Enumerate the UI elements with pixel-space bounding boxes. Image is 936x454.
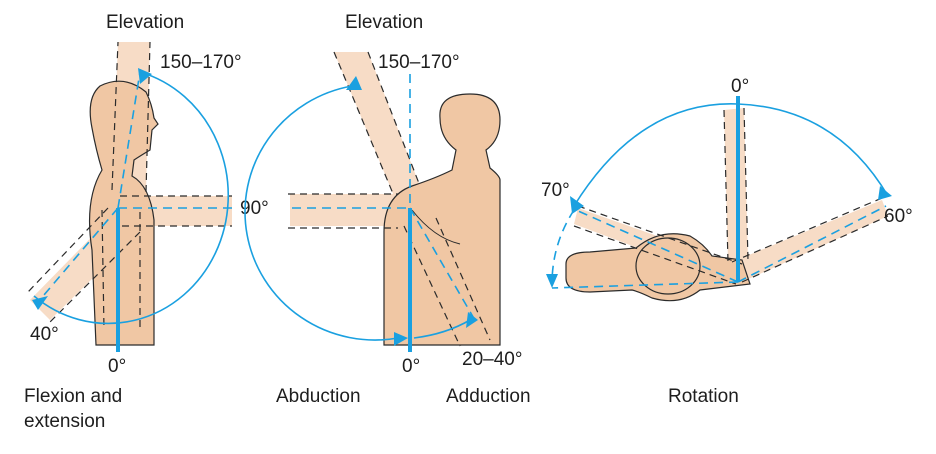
abduction-arc <box>244 85 399 341</box>
flexion-caption-line1: Flexion and <box>24 386 122 407</box>
flexion-top-angle-label: 150–170° <box>160 52 242 73</box>
flexion-arc <box>33 71 230 325</box>
arm-adducted-outline <box>403 217 491 347</box>
abduction-arrow-top <box>346 76 362 90</box>
rotation-zero-angle-label: 0° <box>731 76 749 97</box>
rotation-panel: 0° 70° 60° Rotation <box>541 76 913 407</box>
flexion-elevation-label: Elevation <box>106 12 184 33</box>
flexion-back-angle-label: 40° <box>30 324 59 345</box>
forearm-right-ghost <box>732 200 888 282</box>
arm-raised-outline <box>333 51 421 197</box>
elevation-reference-line <box>117 71 141 209</box>
flexion-arrow-top <box>138 68 152 84</box>
body-frontal <box>383 93 501 346</box>
rotation-right-angle-label: 60° <box>884 206 913 227</box>
head-top-view <box>635 237 701 295</box>
rotation-caption: Rotation <box>668 386 739 407</box>
abduction-arrow-bottom <box>394 332 408 346</box>
abduction-top-angle-label: 150–170° <box>378 52 460 73</box>
rotation-arrow-right <box>878 186 892 200</box>
arm-hanging-outline <box>101 209 141 331</box>
chest-contour <box>411 209 461 245</box>
forearm-forward-outline <box>723 107 749 263</box>
abduction-caption: Abduction <box>276 386 361 407</box>
rotation-arrow-down <box>546 274 558 288</box>
abduction-zero-angle-label: 0° <box>402 356 420 377</box>
adduction-arrow <box>466 312 478 328</box>
arm-side-ghost <box>290 194 396 226</box>
arm-side-outline <box>288 193 398 229</box>
flexion-zero-angle-label: 0° <box>108 356 126 377</box>
body-lateral <box>88 80 159 346</box>
rotation-arrow-left <box>570 196 584 214</box>
flexion-side-angle-label: 90° <box>240 198 269 219</box>
adduction-caption: Adduction <box>446 386 531 407</box>
arm-extended-outline <box>27 207 141 323</box>
internal-rotation-arc <box>551 209 575 285</box>
adduction-angle-label: 20–40° <box>462 349 522 370</box>
arm-elevated-outline <box>111 41 151 193</box>
rotation-base-line <box>551 281 739 289</box>
forearm-left-outline <box>573 205 743 285</box>
rotation-right-line <box>737 205 887 283</box>
extension-arrow-bottom <box>32 296 48 310</box>
flexion-caption-line2: extension <box>24 411 105 432</box>
arm-raised-ghost <box>334 52 420 196</box>
abduction-elevation-label: Elevation <box>345 12 423 33</box>
extension-reference-line <box>37 207 119 303</box>
flexion-extension-panel: Elevation 150–170° 90° 40° 0° Flexion an… <box>24 12 269 432</box>
adduction-arc <box>413 319 471 339</box>
abduction-adduction-panel: Elevation 150–170° 0° 20–40° Abduction A… <box>244 12 531 407</box>
forearm-right-outline <box>731 197 889 283</box>
adduction-reference-line <box>409 207 477 323</box>
rotation-left-angle-label: 70° <box>541 180 570 201</box>
